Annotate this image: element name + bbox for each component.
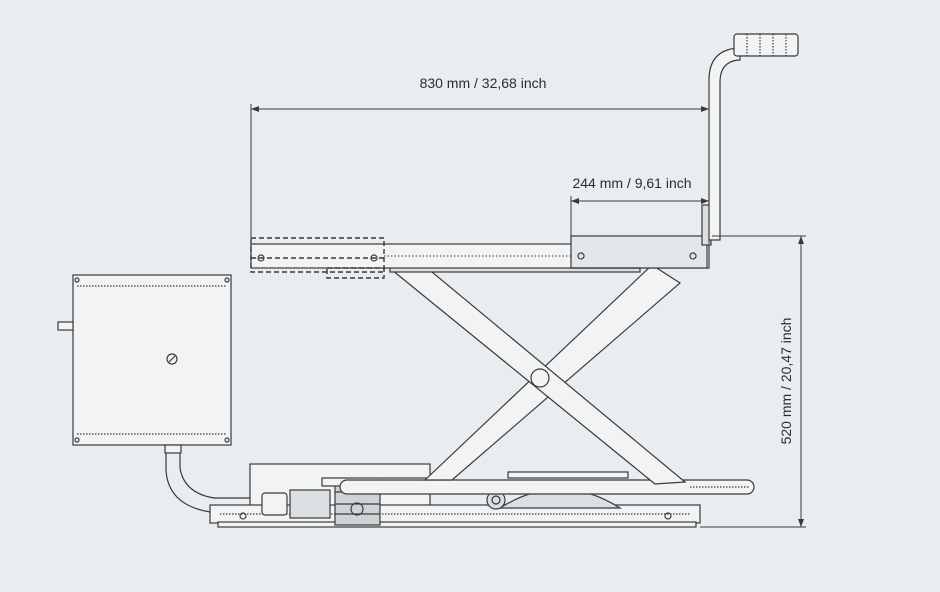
base-rail <box>339 479 755 495</box>
control-knob-icon <box>166 353 178 365</box>
scissor-arms <box>389 261 687 485</box>
crank-handle <box>701 33 799 246</box>
extension-label: 244 mm / 9,61 inch <box>572 175 691 191</box>
control-box <box>57 274 232 446</box>
dimension-extension: 244 mm / 9,61 inch <box>570 175 709 236</box>
platform <box>250 235 710 279</box>
scissor-pivot-icon <box>530 368 550 388</box>
height-label: 520 mm / 20,47 inch <box>778 318 794 445</box>
hydraulic-hose <box>164 444 262 513</box>
length-label: 830 mm / 32,68 inch <box>420 75 547 91</box>
dimension-height: 520 mm / 20,47 inch <box>700 235 806 528</box>
dimension-length: 830 mm / 32,68 inch <box>250 75 710 244</box>
